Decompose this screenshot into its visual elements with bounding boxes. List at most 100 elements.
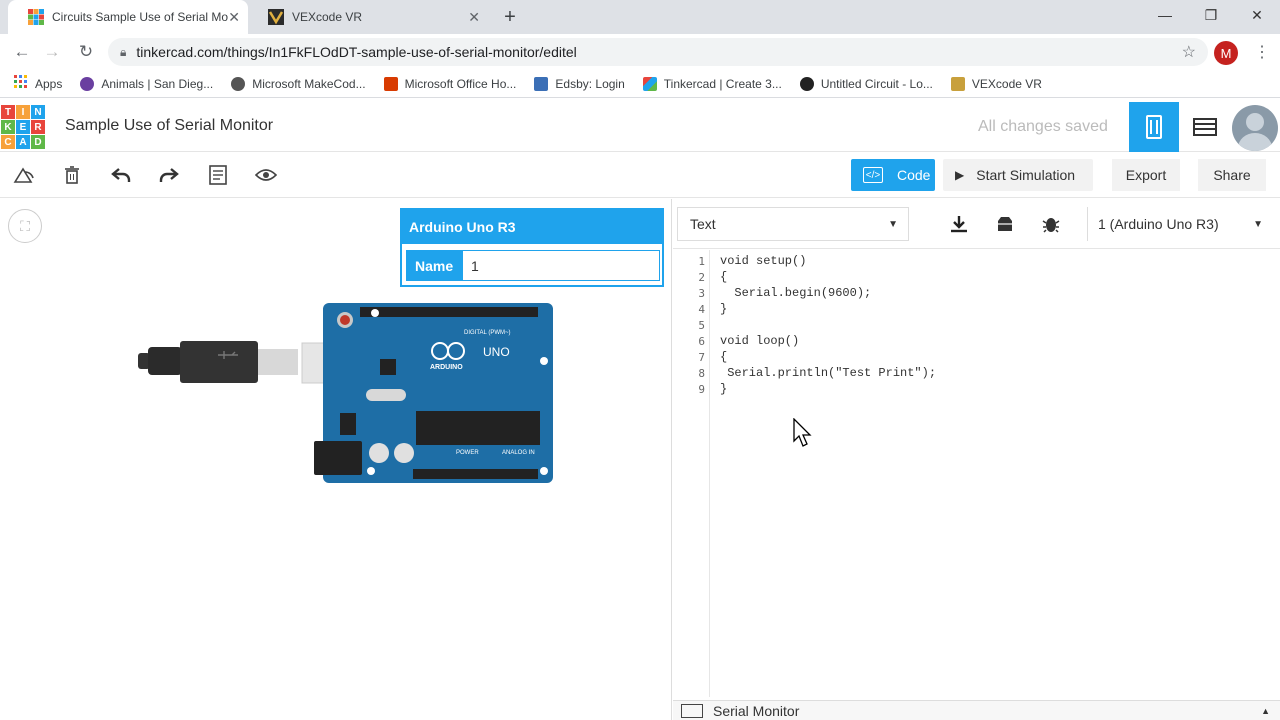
usb-symbol-icon [218,351,238,359]
bookmark-star-icon[interactable]: ☆ [1181,44,1196,61]
component-list-button[interactable] [1180,102,1230,152]
bookmark-label: Animals | San Dieg... [101,76,214,91]
bookmark-office[interactable]: Microsoft Office Ho... [383,76,516,91]
logo-letter: D [31,135,45,149]
bookmark-apps[interactable]: Apps [14,75,62,92]
bookmark-makecode[interactable]: Microsoft MakeCod... [231,76,366,91]
code-icon: </> [863,167,883,183]
browser-menu-icon[interactable]: ⋮ [1254,44,1270,61]
download-code-icon[interactable] [939,207,979,241]
code-line[interactable]: void setup() [720,254,807,268]
address-bar[interactable]: 🔒︎ tinkercad.com/things/In1FkFLOdDT-samp… [108,38,1208,66]
start-simulation-button[interactable]: ▶ Start Simulation [943,159,1093,191]
reload-icon[interactable]: ↻ [78,42,94,61]
redo-icon[interactable] [156,162,182,188]
code-button[interactable]: </> Code [851,159,935,191]
device-dropdown[interactable]: 1 (Arduino Uno R3) ▼ [1087,207,1277,241]
share-button[interactable]: Share [1198,159,1266,191]
arduino-uno-board[interactable]: UNO ARDUINO DIGITAL (PWM~) POWER ANALOG … [138,303,558,487]
logo-letter: C [1,135,15,149]
digital-label: DIGITAL (PWM~) [464,330,511,336]
serial-monitor-toggle[interactable]: Serial Monitor ▲ [673,700,1280,720]
editor-toolbar: </> Code ▶ Start Simulation Export Share [0,152,1280,198]
serial-monitor-label: Serial Monitor [713,702,800,719]
code-line[interactable]: Serial.println("Test Print"); [720,366,937,380]
browser-toolbar: ← → ↻ 🔒︎ tinkercad.com/things/In1FkFLOdD… [0,34,1280,70]
line-number: 4 [698,303,705,316]
apps-grid-icon [14,75,28,92]
close-tab-icon[interactable]: ✕ [468,8,480,25]
board-model-text: UNO [483,345,510,359]
export-button[interactable]: Export [1112,159,1180,191]
rotate-icon[interactable] [11,162,37,188]
profile-avatar[interactable]: M [1214,41,1238,65]
bookmark-label: Untitled Circuit - Lo... [820,76,933,91]
new-tab-icon[interactable]: + [504,6,516,28]
line-number: 2 [698,271,705,284]
zoom-to-fit-icon[interactable]: ⛶ [8,209,42,243]
window-close-icon[interactable]: ✕ [1251,6,1263,23]
code-line[interactable]: Serial.begin(9600); [720,286,872,300]
browser-tab-vexcode[interactable]: VEXcode VR ✕ [248,0,488,34]
code-mode-dropdown[interactable]: Text ▼ [677,207,909,241]
analog-label: ANALOG IN [502,450,535,456]
digital-header [360,307,538,317]
logo-letter: A [16,135,30,149]
dc-jack [314,441,362,475]
minimize-icon[interactable]: — [1158,7,1172,23]
tinkercad-icon [642,76,657,91]
code-line[interactable]: } [720,302,728,316]
code-mode-value: Text [690,216,716,232]
restore-icon[interactable]: ❐ [1204,6,1218,23]
back-icon[interactable]: ← [13,42,31,61]
chevron-down-icon: ▼ [1253,218,1263,230]
user-avatar[interactable] [1232,105,1278,151]
notes-icon[interactable] [205,162,231,188]
wire-visibility-icon[interactable] [253,162,279,188]
line-number: 7 [698,351,705,364]
circuit-icon [799,76,814,91]
breadboard-icon [1146,115,1162,139]
board-brand-text: ARDUINO [430,364,463,371]
browser-tab-circuits[interactable]: Circuits Sample Use of Serial Mo ✕ [8,0,248,34]
chevron-down-icon: ▼ [888,218,898,230]
makecode-icon [231,76,246,91]
logo-letter: T [1,105,15,119]
crystal [366,389,406,401]
bookmark-label: Apps [35,76,63,91]
vexcode-favicon-icon [268,9,284,25]
circuit-view-button[interactable] [1129,102,1179,152]
line-number: 6 [698,335,705,348]
code-line[interactable]: void loop() [720,334,800,348]
device-value: 1 (Arduino Uno R3) [1098,216,1219,232]
circuit-canvas[interactable]: ⛶ Arduino Uno R3 Name [0,199,672,720]
bookmark-untitled-circuit[interactable]: Untitled Circuit - Lo... [799,76,933,91]
name-field-row: Name [406,250,660,281]
code-line[interactable]: { [720,350,728,364]
edsby-icon [534,76,549,91]
logo-letter: I [16,105,30,119]
project-title[interactable]: Sample Use of Serial Monitor [65,117,274,134]
url-text: tinkercad.com/things/In1FkFLOdDT-sample-… [136,44,577,60]
delete-icon[interactable] [59,162,85,188]
name-input[interactable] [463,251,659,280]
bookmark-label: Microsoft MakeCod... [252,76,366,91]
bookmark-edsby[interactable]: Edsby: Login [534,76,625,91]
bookmark-vexcode[interactable]: VEXcode VR [950,76,1042,91]
play-icon: ▶ [955,168,965,182]
undo-icon[interactable] [108,162,134,188]
bookmark-tinkercad[interactable]: Tinkercad | Create 3... [642,76,782,91]
code-line[interactable]: } [720,382,728,396]
bookmark-animals[interactable]: Animals | San Dieg... [80,76,214,91]
logo-letter: E [16,120,30,134]
close-tab-icon[interactable]: ✕ [228,8,240,25]
libraries-icon[interactable] [985,207,1025,241]
forward-icon[interactable]: → [43,42,61,61]
zoo-icon [80,76,95,91]
start-simulation-label: Start Simulation [976,167,1076,183]
debugger-bug-icon[interactable] [1031,207,1071,241]
code-line[interactable]: { [720,270,728,284]
